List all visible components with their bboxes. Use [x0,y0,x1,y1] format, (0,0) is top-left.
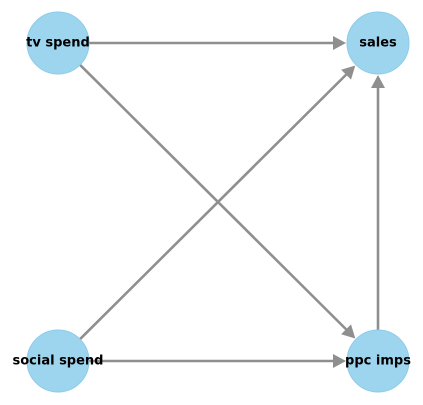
node-sales-circle [346,11,410,75]
node-sales-label: sales [359,36,397,51]
node-tv-spend: tv spend [26,11,90,75]
edge-arrowhead [333,354,346,368]
node-tv-spend-circle [26,11,90,75]
nodes-layer: tv spend sales social spend ppc imps [12,11,411,393]
node-ppc-imps-circle [346,329,410,393]
node-sales: sales [346,11,410,75]
node-ppc-imps: ppc imps [345,329,411,393]
edge-arrowhead [341,65,356,80]
edge-line [79,63,348,331]
node-ppc-imps-label: ppc imps [345,354,411,369]
edge-arrowhead [333,36,346,50]
edge-social-spend-to-ppc-imps [89,354,346,368]
edge-ppc-imps-to-sales [371,75,385,330]
node-tv-spend-label: tv spend [26,36,90,51]
edge-social-spend-to-sales [79,65,356,341]
node-social-spend-circle [26,329,90,393]
edge-tv-spend-to-ppc-imps [79,63,356,339]
node-social-spend-label: social spend [12,354,103,369]
edge-arrowhead [341,324,356,339]
edges-layer [79,36,385,368]
edge-tv-spend-to-sales [89,36,346,50]
node-social-spend: social spend [12,329,104,393]
edge-arrowhead [371,75,385,88]
edge-line [79,73,348,341]
